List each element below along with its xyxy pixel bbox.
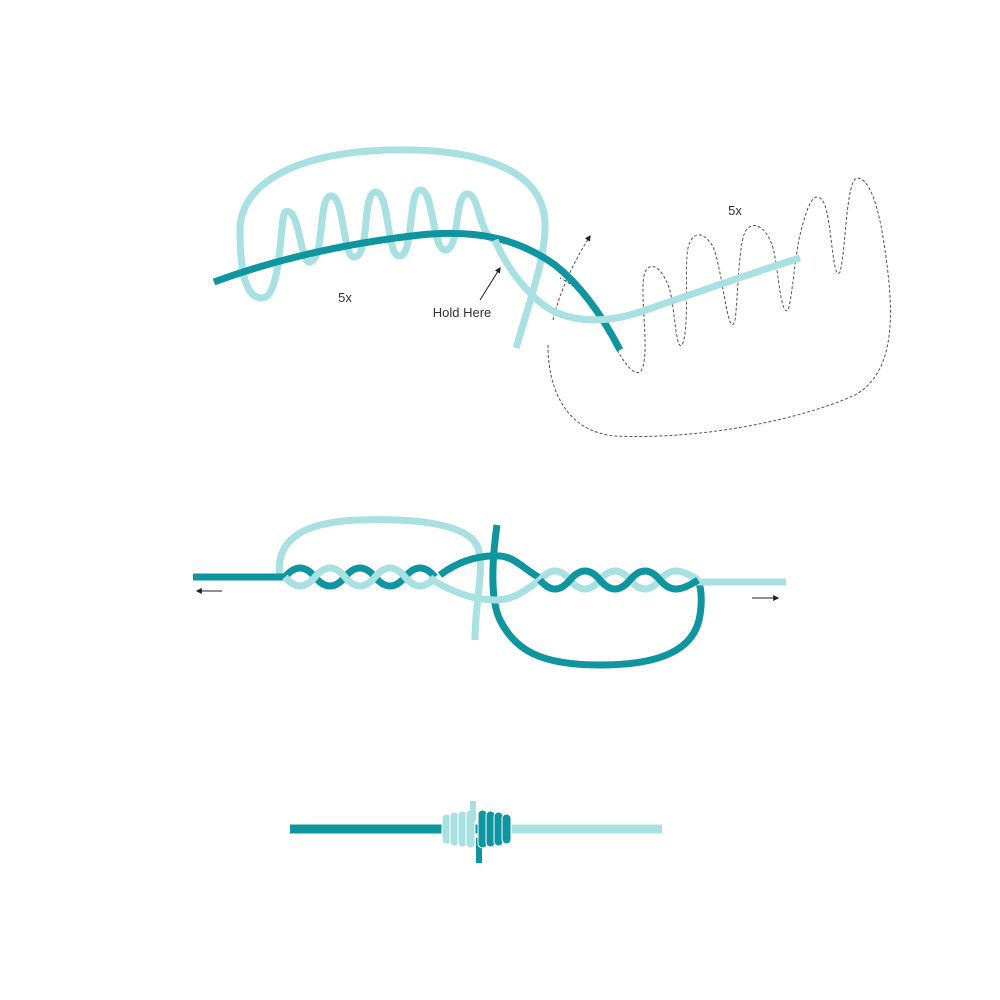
light-loop-left (275, 516, 484, 641)
hold-here-label: Hold Here (433, 305, 492, 320)
light-line-wraps (236, 146, 549, 349)
left-twist-wraps (282, 564, 438, 590)
step2-group (193, 516, 786, 669)
dark-line-standing (212, 229, 624, 352)
step1-group: 5x 5x Hold Here (212, 146, 891, 437)
hold-here-arrow (479, 266, 501, 301)
dark-loop-right (489, 524, 705, 669)
center-crossing (437, 552, 542, 582)
right-twist-wraps (537, 567, 700, 593)
finished-knot-coils (441, 801, 512, 863)
dashed-ghost-wraps (547, 177, 891, 437)
step3-group (290, 801, 662, 863)
right-wraps-count-label: 5x (728, 203, 742, 218)
center-crossing-light (430, 576, 542, 604)
left-wraps-count-label: 5x (338, 290, 352, 305)
light-line-tail (491, 238, 802, 324)
